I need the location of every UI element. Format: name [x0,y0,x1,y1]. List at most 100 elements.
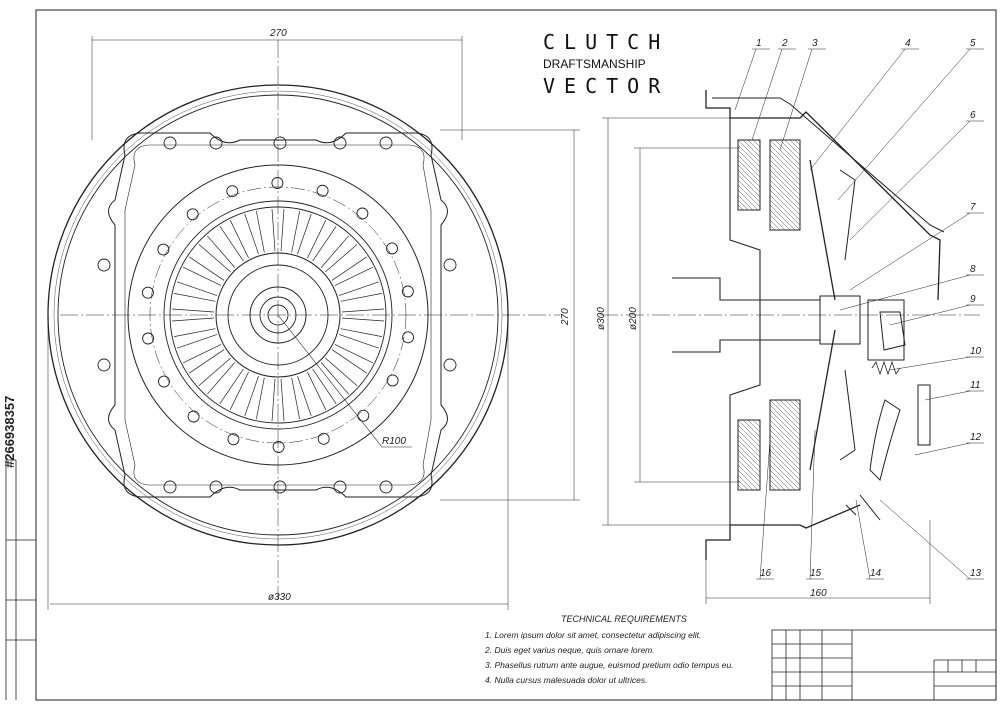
finger [244,210,265,255]
hatch [769,169,801,201]
hatch [784,399,801,416]
finger [173,328,218,349]
hatch [784,139,801,156]
finger [291,375,312,420]
hatch [737,424,761,448]
leader-line [879,499,971,580]
hatch [769,454,801,486]
ring-hole [357,409,370,422]
hatch [769,149,801,181]
dim-160: 160 [810,588,827,599]
part-number-8: 8 [970,264,976,275]
hatch [737,454,761,478]
dim-330: ø330 [268,592,291,603]
hatch [752,419,761,428]
hatch [769,429,801,461]
ring-hole [142,332,155,345]
leader-line [889,304,971,326]
hatch [769,194,801,226]
sheet-frame [35,9,997,701]
leader-line [809,429,816,580]
tech-req-item: 2. Duis eget varius neque, quis ornare l… [485,645,655,655]
hatch [737,179,761,203]
ring-holes [141,177,415,453]
hatch [747,419,761,433]
tech-req-item: 1. Lorem ipsum dolor sit amet, consectet… [485,630,702,640]
part-number-15: 15 [810,568,822,579]
section-view [600,48,984,604]
ring-hole [272,441,285,453]
part-number-14: 14 [870,568,882,579]
ring-hole [158,375,170,388]
finger [171,308,215,322]
hatch [769,179,801,211]
ring-hole [227,433,240,446]
hatch [769,414,801,446]
hatch [742,419,761,438]
hatch [794,139,801,146]
hatch [769,159,801,191]
hatch [737,449,761,473]
dim-270-top: 270 [269,28,287,39]
finger [219,220,249,262]
finger [338,281,383,302]
outer-bolts [97,136,457,494]
hatch [737,439,761,463]
hatch [769,209,791,231]
leader-line [759,439,771,580]
hatch [737,174,761,198]
tech-req-item: 3. Phasellus rutrum ante augue, euismod … [485,660,734,670]
hatch [769,404,801,436]
dim-200: ø200 [628,307,639,330]
leader-line [751,48,783,141]
hatch [737,434,761,458]
subtitle-draftsmanship: DRAFTSMANSHIP [543,57,646,71]
ring-hole [157,243,170,256]
hatch [769,174,801,206]
leader-line [924,390,971,401]
hatch [769,154,801,186]
ring-hole [356,207,369,220]
hatch [769,219,781,231]
hatch [757,139,761,143]
part-number-11: 11 [970,380,980,391]
finger [320,357,358,395]
hatch [779,139,801,161]
hatch [769,424,801,456]
hatch [769,199,801,231]
front-view [47,36,580,610]
hatch [737,479,749,491]
hatch [757,419,761,423]
hatch [737,469,759,491]
leader-line [839,274,971,311]
ring-hole [271,177,284,189]
finger [198,357,236,395]
hatch [737,149,761,173]
hatch [737,204,744,211]
part-number-9: 9 [970,294,976,305]
hatch [769,444,801,476]
hatch [737,144,761,168]
hatch [737,189,759,211]
part-number-1: 1 [756,38,762,49]
dim-r100: R100 [382,436,406,447]
leader-line [849,212,971,291]
ring-hole [317,432,330,445]
hatch [737,184,761,208]
part-number-6: 6 [970,110,976,121]
hatch [769,419,801,451]
diaphragm-fingers [171,208,385,422]
hatch [769,469,791,491]
hatch [737,164,761,188]
finger [219,368,249,410]
tech-req-item: 4. Nulla cursus malesuada dolor ut ultri… [485,675,648,685]
hatch [769,164,801,196]
hatch [742,139,761,158]
hatch [769,459,801,491]
ring-hole [141,286,154,299]
hatch [774,399,801,426]
hatch [769,189,801,221]
hatch [769,449,801,481]
finger [271,378,285,422]
